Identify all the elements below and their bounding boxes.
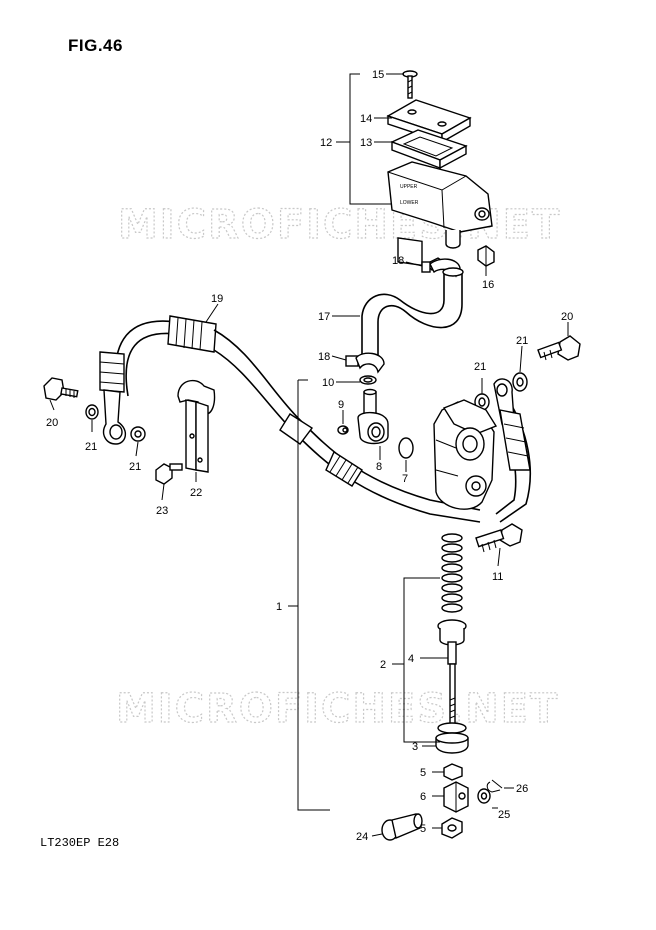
callout-23: 23	[156, 505, 168, 517]
callout-11: 11	[492, 571, 503, 583]
callout-3: 3	[412, 741, 418, 753]
piston-rod-4	[437, 619, 467, 734]
model-code: LT230EP E28	[40, 836, 120, 850]
callout-labels: 15 14 13 12 18 16 17 18 10 9 8 7 19 20 2…	[46, 69, 573, 843]
callout-17: 17	[318, 311, 330, 323]
watermark-top: MICROFICHES.NET	[118, 202, 561, 248]
callout-9: 9	[338, 399, 344, 411]
callout-21-right-b: 21	[516, 335, 528, 347]
callout-2: 2	[380, 659, 386, 671]
nut-5-upper	[443, 763, 463, 781]
reservoir-lower-mark: LOWER	[400, 200, 419, 206]
callout-13: 13	[360, 137, 372, 149]
callout-24: 24	[356, 831, 368, 843]
hose-17	[361, 267, 464, 358]
callout-7: 7	[402, 473, 408, 485]
callout-22: 22	[190, 487, 202, 499]
pin-24	[381, 813, 423, 841]
clamp-18-lower	[345, 352, 385, 374]
callout-20-left: 20	[46, 417, 58, 429]
callout-20-right: 20	[561, 311, 573, 323]
connector-8	[357, 388, 389, 445]
bracket-22	[177, 379, 216, 473]
callout-15: 15	[372, 69, 384, 81]
washer-25	[477, 788, 491, 804]
callout-18-upper: 18	[392, 255, 404, 267]
callout-25: 25	[498, 809, 510, 821]
screw-16	[477, 245, 495, 267]
callout-16: 16	[482, 279, 494, 291]
callout-8: 8	[376, 461, 382, 473]
callout-19: 19	[211, 293, 223, 305]
washer-21-left-b	[130, 426, 146, 442]
banjo-bolt-20-left	[43, 377, 79, 401]
reservoir-upper-mark: UPPER	[400, 184, 418, 190]
master-cylinder-body	[433, 399, 498, 510]
nut-5-lower	[441, 817, 463, 839]
callout-4: 4	[408, 653, 414, 665]
cotter-pin-26	[486, 779, 503, 793]
washer-21-right-b	[512, 372, 528, 392]
banjo-bolt-20-right	[537, 335, 581, 361]
callout-5-lower: 5	[420, 823, 426, 835]
boot-3	[435, 732, 469, 754]
bolt-11	[475, 523, 523, 553]
callout-21-left-b: 21	[129, 461, 141, 473]
washer-21-left-a	[85, 404, 99, 420]
screw-15	[402, 70, 418, 99]
reservoir-body: UPPER LOWER	[387, 161, 493, 267]
callout-5-upper: 5	[420, 767, 426, 779]
callout-10: 10	[322, 377, 334, 389]
o-ring-7	[398, 437, 414, 459]
figure-title: FIG.46	[68, 36, 123, 55]
bolt-23	[155, 463, 183, 485]
callout-14: 14	[360, 113, 372, 125]
part-9	[337, 425, 349, 435]
reservoir-assembly: UPPER LOWER	[337, 70, 495, 459]
callout-18-lower: 18	[318, 351, 330, 363]
spring	[441, 533, 463, 613]
clevis-6	[443, 781, 469, 813]
callout-1: 1	[276, 601, 282, 613]
diaphragm-13	[390, 129, 468, 170]
leader-lines	[49, 73, 569, 837]
callout-6: 6	[420, 791, 426, 803]
callout-26: 26	[516, 783, 528, 795]
part-10	[359, 375, 377, 385]
watermark-bottom: MICROFICHES.NET	[116, 686, 559, 732]
callout-21-right-a: 21	[474, 361, 486, 373]
banjo-fitting-right	[493, 378, 531, 471]
callout-21-left-a: 21	[85, 441, 97, 453]
callout-12: 12	[320, 137, 332, 149]
